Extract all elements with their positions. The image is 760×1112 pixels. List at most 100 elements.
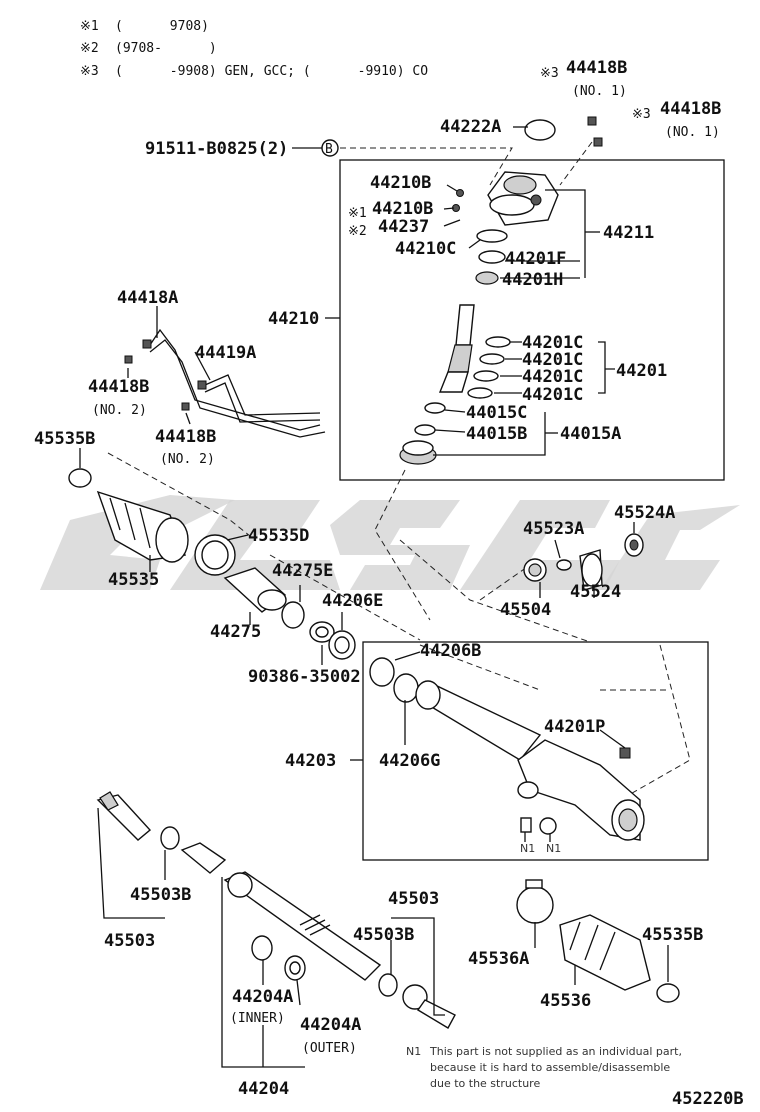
label-44206G: 44206G [379,751,440,771]
bearing-44015A [399,440,437,465]
label-44201C-1: 44201C [522,333,583,353]
label-44419A: 44419A [195,343,256,363]
ring-44275E [281,601,305,629]
label-44206E: 44206E [322,591,383,611]
sub-44204A-inner: (INNER) [230,1011,285,1026]
label-44015B: 44015B [466,424,527,444]
mark-44418B-right: ※3 [632,107,651,122]
seal-44201C-1 [485,336,511,348]
valve-shaft [438,304,475,393]
callout-labels: ※3 44418B (NO. 1) ※3 44418B (NO. 1) 4422… [34,58,721,1099]
label-44201H: 44201H [502,270,563,290]
header-notes: ※1 ( 9708) ※2 (9708- ) ※3 ( -9908) GEN, … [80,19,428,79]
label-44201C-4: 44201C [522,385,583,405]
footnote-mark: N1 [406,1045,421,1058]
fitting-44418B-right [593,137,603,147]
fitting-44418B-no2a [124,355,133,364]
label-45503-left: 45503 [104,931,155,951]
sleeve-44275 [223,567,287,613]
pressure-pipes [142,328,326,438]
label-45536: 45536 [540,991,591,1011]
label-45535B-top: 45535B [34,429,95,449]
housing-44203 [369,657,645,841]
clamp-45535B-top [68,468,92,488]
label-44201C-3: 44201C [522,367,583,387]
label-n1-a: N1 [520,842,535,855]
label-44210C: 44210C [395,239,456,259]
mark-44237: ※2 [348,224,367,239]
mark-44418B-top: ※3 [540,66,559,81]
housing-box [362,641,709,861]
ring-44201H [475,271,499,285]
label-n1-b: N1 [546,842,561,855]
tube-piece [180,842,227,874]
seal-44201C-2 [479,353,505,365]
label-45524A: 45524A [614,503,675,523]
label-44204A-outer: 44204A [300,1015,361,1035]
seal-44201C-4 [467,387,493,399]
sub-44418B-no2a: (NO. 2) [92,403,147,418]
label-44201F: 44201F [505,249,566,269]
n1-part-a [520,817,532,833]
sub-44418B-no2b: (NO. 2) [160,452,215,467]
tie-rod-end-45503 [96,791,152,841]
fitting-44418B-no2b [181,402,190,411]
label-45535: 45535 [108,570,159,590]
ball-joint-45503-right [402,984,456,1029]
plug-44201P [619,747,631,759]
label-44418B-no2b: 44418B [155,427,216,447]
upper-valve-box [339,159,725,481]
footnote: N1 This part is not supplied as an indiv… [406,1045,682,1090]
ring-44204A-inner [251,935,273,961]
note-3-text: ( -9908) GEN, GCC; ( -9910) CO [115,64,428,79]
note-1-mark: ※1 [80,19,99,34]
valve-body [487,171,559,226]
fitting-44418B-top [587,116,597,126]
seal-44201C-3 [473,370,499,382]
label-45504: 45504 [500,600,551,620]
ring-44015C [424,402,446,414]
washer-45503B-left [160,826,180,850]
note-3-mark: ※3 [80,64,99,79]
nut-45524 [579,549,603,591]
label-44210B-a: 44210B [370,173,431,193]
diagram-id: 452220B [672,1089,744,1109]
spring-45523A [556,559,572,571]
label-45535B-bottom: 45535B [642,925,703,945]
bolt-44210B-a [456,189,464,197]
label-44275: 44275 [210,622,261,642]
note-2-text: (9708- ) [115,41,217,56]
label-45524: 45524 [570,582,621,602]
sub-44204A-outer: (OUTER) [302,1041,357,1056]
note-2-mark: ※2 [80,41,99,56]
label-44204A-inner: 44204A [232,987,293,1007]
sub-44418B-right: (NO. 1) [665,125,720,140]
boot-45535 [96,490,189,563]
rack-shaft [223,871,382,981]
label-44210B-b: 44210B [372,199,433,219]
washer-45503B-right [378,973,398,997]
cap-44222A [524,119,556,141]
label-44418B-right: 44418B [660,99,721,119]
label-45503-right: 45503 [388,889,439,909]
label-44210: 44210 [268,309,319,329]
label-44418A: 44418A [117,288,178,308]
footnote-line-3: due to the structure [430,1077,540,1090]
label-44222A: 44222A [440,117,501,137]
label-44201P: 44201P [544,717,605,737]
label-45536A: 45536A [468,949,529,969]
gasket-44210C [476,229,508,243]
label-44206B: 44206B [420,641,481,661]
boot-45536 [559,914,651,991]
label-44418B-no2a: 44418B [88,377,149,397]
label-44211: 44211 [603,223,654,243]
clamp-45535D [194,534,236,576]
ring-44204A-outer [284,955,306,981]
seal-44206E [328,630,356,660]
label-45523A: 45523A [523,519,584,539]
label-44418B-top: 44418B [566,58,627,78]
leader-lines [79,126,669,1068]
label-45535D: 45535D [248,526,309,546]
